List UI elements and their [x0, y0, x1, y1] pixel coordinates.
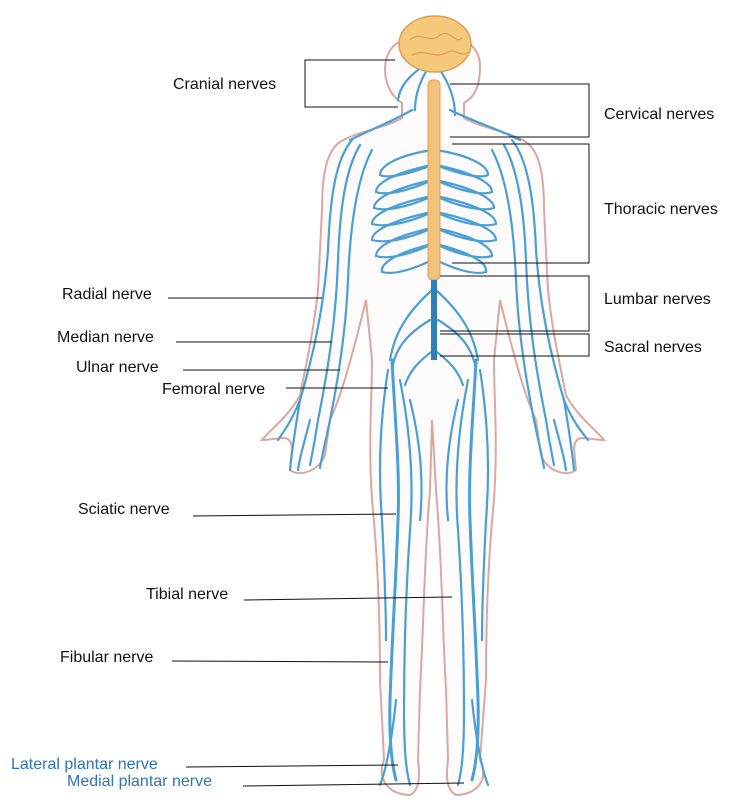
label-cranial-nerves: Cranial nerves [173, 76, 276, 94]
label-lateral-plantar-nerve: Lateral plantar nerve [11, 756, 158, 774]
label-sciatic-nerve: Sciatic nerve [78, 501, 170, 519]
label-fibular-nerve: Fibular nerve [60, 649, 153, 667]
brain [399, 16, 471, 72]
label-thoracic-nerves: Thoracic nerves [604, 201, 718, 219]
label-median-nerve: Median nerve [57, 329, 154, 347]
label-lumbar-nerves: Lumbar nerves [604, 291, 711, 309]
label-medial-plantar-nerve: Medial plantar nerve [67, 773, 212, 791]
label-sacral-nerves: Sacral nerves [604, 339, 702, 357]
label-cervical-nerves: Cervical nerves [604, 106, 714, 124]
label-ulnar-nerve: Ulnar nerve [76, 359, 159, 377]
label-femoral-nerve: Femoral nerve [162, 381, 265, 399]
label-tibial-nerve: Tibial nerve [146, 586, 228, 604]
spinal-cord [428, 80, 440, 280]
label-radial-nerve: Radial nerve [62, 286, 152, 304]
